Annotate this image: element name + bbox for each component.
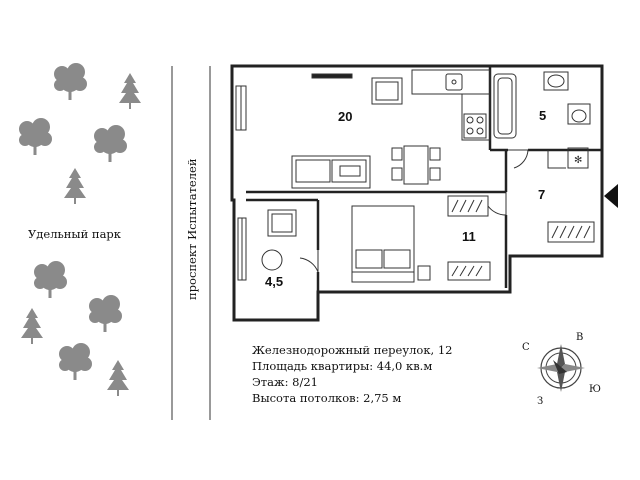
room-label-hallway: 7	[538, 187, 545, 202]
furniture: ✻	[261, 69, 595, 283]
room-label-bedroom: 11	[462, 229, 476, 244]
kitchen-counter	[411, 69, 491, 95]
deciduous-tree-icon	[19, 118, 52, 155]
interior-walls	[246, 66, 602, 292]
info-ceiling: Высота потолков: 2,75 м	[252, 391, 402, 405]
apartment-info: Железнодорожный переулок, 12 Площадь ква…	[252, 342, 452, 406]
kitchen-counter-side	[461, 93, 491, 141]
toilet-icon	[567, 103, 591, 125]
park-label: Удельный парк	[28, 227, 122, 241]
door-swings	[299, 149, 566, 273]
compass-south: З	[537, 396, 543, 407]
room-label-balcony: 4,5	[265, 274, 283, 289]
deciduous-tree-icon	[89, 295, 122, 332]
svg-text:✻: ✻	[574, 155, 582, 166]
room-label-kitchen-living: 20	[338, 109, 352, 124]
sofa-icon	[291, 155, 371, 189]
deciduous-tree-icon	[54, 63, 87, 100]
room-label-bathroom: 5	[539, 108, 546, 123]
bathroom-sink-icon	[543, 71, 569, 91]
compass-east: В	[576, 332, 583, 343]
info-area: Площадь квартиры: 44,0 кв.м	[252, 359, 433, 373]
conifer-tree-icon	[64, 168, 86, 204]
stove-icon	[463, 113, 487, 139]
balcony-table-icon	[261, 249, 283, 271]
compass-north: С	[522, 342, 530, 353]
street	[171, 66, 211, 420]
conifer-tree-icon	[21, 308, 43, 344]
compass-rose-icon	[537, 344, 585, 392]
street-label: проспект Испытателей	[185, 158, 199, 300]
dining-table	[403, 145, 429, 185]
deciduous-tree-icon	[59, 343, 92, 380]
info-address: Железнодорожный переулок, 12	[252, 343, 453, 357]
conifer-tree-icon	[119, 73, 141, 109]
wardrobe-bedroom	[447, 195, 489, 217]
kitchen-sink-icon	[445, 73, 463, 91]
conifer-tree-icon	[107, 360, 129, 396]
balcony-chair-icon	[267, 209, 297, 237]
park-trees	[19, 63, 141, 396]
compass-west: Ю	[589, 384, 601, 395]
bed-icon	[351, 205, 415, 283]
info-floor: Этаж: 8/21	[252, 375, 318, 389]
bathtub-icon	[493, 73, 517, 139]
entrance-arrow-icon	[604, 184, 618, 208]
deciduous-tree-icon	[94, 125, 127, 162]
deciduous-tree-icon	[34, 261, 67, 298]
boiler-icon	[567, 147, 589, 169]
wardrobe-bedroom-2	[447, 261, 491, 281]
armchair-icon	[371, 77, 403, 105]
wardrobe-hall	[547, 221, 595, 243]
windows	[235, 73, 353, 281]
nightstand	[417, 265, 431, 281]
